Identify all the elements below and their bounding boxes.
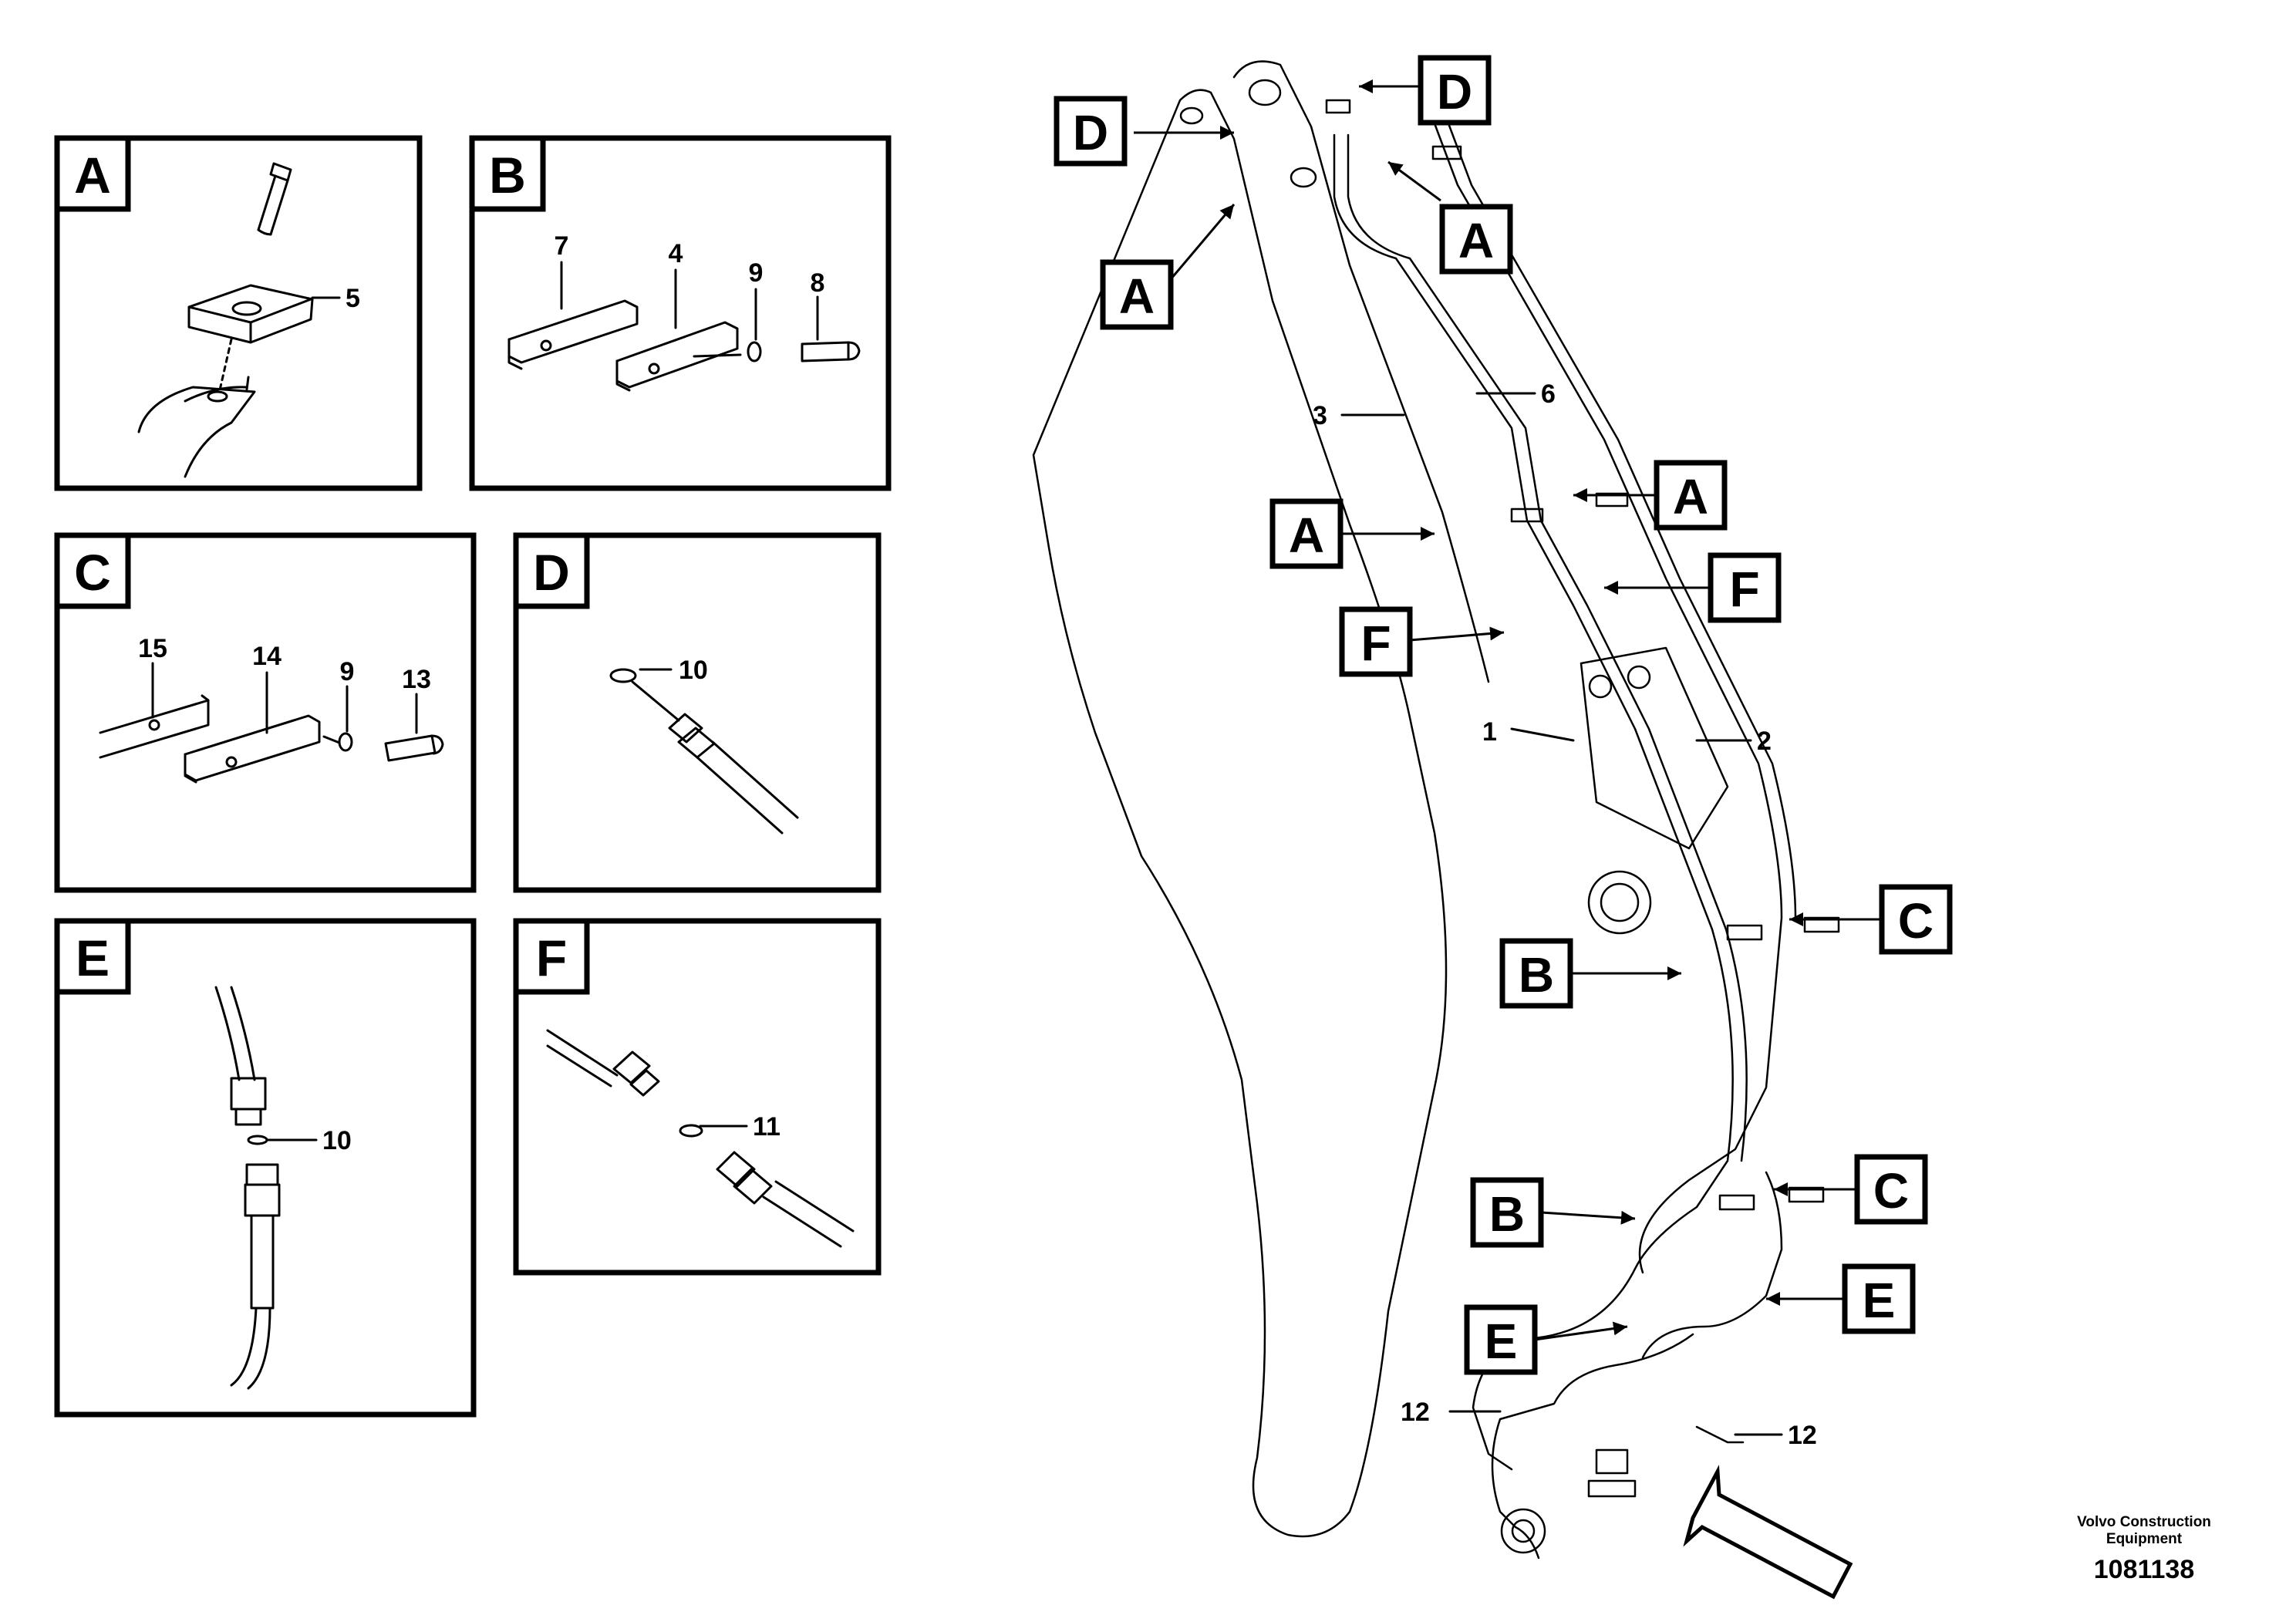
hose-fitting-illustration (214, 986, 281, 1390)
callout-box (1418, 55, 1492, 126)
part-3-label: 3 (1313, 401, 1327, 430)
caption-line-2: Equipment (2106, 1531, 2183, 1547)
callout-letter-d: D (1073, 105, 1108, 160)
callout-box (1054, 96, 1128, 167)
callout-box (1708, 552, 1782, 623)
panel-d-letter: D (533, 544, 570, 601)
panel-c-part-13: 13 (402, 665, 431, 694)
detail-panel-a: A 5 (54, 135, 423, 491)
callout-letter-a: A (1119, 268, 1155, 324)
panel-f-letter: F (536, 929, 567, 986)
callout-box (1854, 1154, 1928, 1225)
panel-a-letter: A (74, 147, 111, 204)
panel-b-part-7: 7 (555, 231, 569, 261)
callout-box (1439, 204, 1513, 275)
callout-letter-a: A (1458, 213, 1494, 268)
callout-pointer-icon (1534, 1321, 1628, 1341)
callout-box (1269, 498, 1344, 569)
detail-panel-b: B 7 4 9 8 (469, 135, 892, 491)
panel-c-part-14: 14 (252, 642, 282, 671)
callout-box (1339, 606, 1413, 677)
callout-letter-c: C (1873, 1163, 1909, 1219)
detail-panel-d: D 10 (513, 532, 882, 893)
hose-fitting-illustration (609, 668, 799, 835)
view-direction-arrow-icon (1683, 1465, 1853, 1600)
panel-d-part-10: 10 (679, 656, 708, 685)
callout-box (1654, 460, 1728, 531)
panel-e-letter: E (76, 929, 110, 986)
panel-c-letter: C (74, 544, 111, 601)
callout-letter-f: F (1360, 615, 1391, 671)
callout-box (1100, 259, 1174, 330)
callout-box (1842, 1263, 1916, 1334)
panel-b-part-8: 8 (811, 268, 825, 298)
detail-panel-c: C 15 14 9 13 (54, 532, 477, 893)
panel-c-part-9: 9 (340, 657, 355, 686)
callout-letter-e: E (1863, 1273, 1896, 1328)
part-1-label: 1 (1482, 717, 1497, 747)
callout-pointer-icon (1387, 160, 1441, 202)
caption-line-1: Volvo Construction (2077, 1514, 2211, 1530)
panel-e-part-10: 10 (322, 1126, 352, 1155)
callout-letter-e: E (1485, 1313, 1518, 1369)
callout-box (1464, 1304, 1538, 1375)
part-12-right-label: 12 (1788, 1421, 1817, 1450)
main-part-labels: 6 3 1 2 12 12 (1313, 379, 1817, 1450)
clamp-set-illustration (99, 694, 444, 784)
callout-letter-a: A (1673, 469, 1708, 524)
part-2-label: 2 (1757, 727, 1772, 756)
callout-box (1470, 1177, 1544, 1248)
panel-b-part-4: 4 (669, 239, 683, 268)
callout-letter-c: C (1898, 893, 1934, 949)
callout-pointer-icon (1540, 1210, 1636, 1225)
panel-c-part-15: 15 (138, 634, 167, 663)
panel-a-part-5: 5 (346, 284, 360, 313)
boom-arm-illustration (1032, 60, 1840, 1560)
callout-pointer-icon (1409, 626, 1505, 642)
detail-panel-e: E 10 (54, 918, 477, 1418)
clamp-set-illustration (507, 299, 861, 392)
bolt-illustration (137, 162, 314, 478)
callout-letter-b: B (1489, 1186, 1525, 1242)
panel-b-letter: B (489, 147, 526, 204)
panel-f-part-11: 11 (753, 1112, 781, 1141)
panel-b-part-9: 9 (749, 258, 764, 288)
part-6-label: 6 (1541, 379, 1556, 409)
callout-box (1499, 938, 1573, 1009)
detail-panel-f: F 11 (513, 918, 882, 1276)
callout-letter-f: F (1729, 561, 1759, 617)
callout-pointer-icon (1169, 204, 1236, 280)
part-12-left-label: 12 (1401, 1398, 1430, 1427)
callout-letter-b: B (1519, 947, 1554, 1003)
callout-letter-d: D (1437, 64, 1472, 120)
document-number: 1081138 (2093, 1555, 2195, 1584)
callout-letter-a: A (1289, 508, 1324, 563)
hose-fitting-illustration (546, 1029, 855, 1248)
publisher-caption: Volvo Construction Equipment (2052, 1514, 2237, 1548)
callout-box (1879, 884, 1953, 955)
